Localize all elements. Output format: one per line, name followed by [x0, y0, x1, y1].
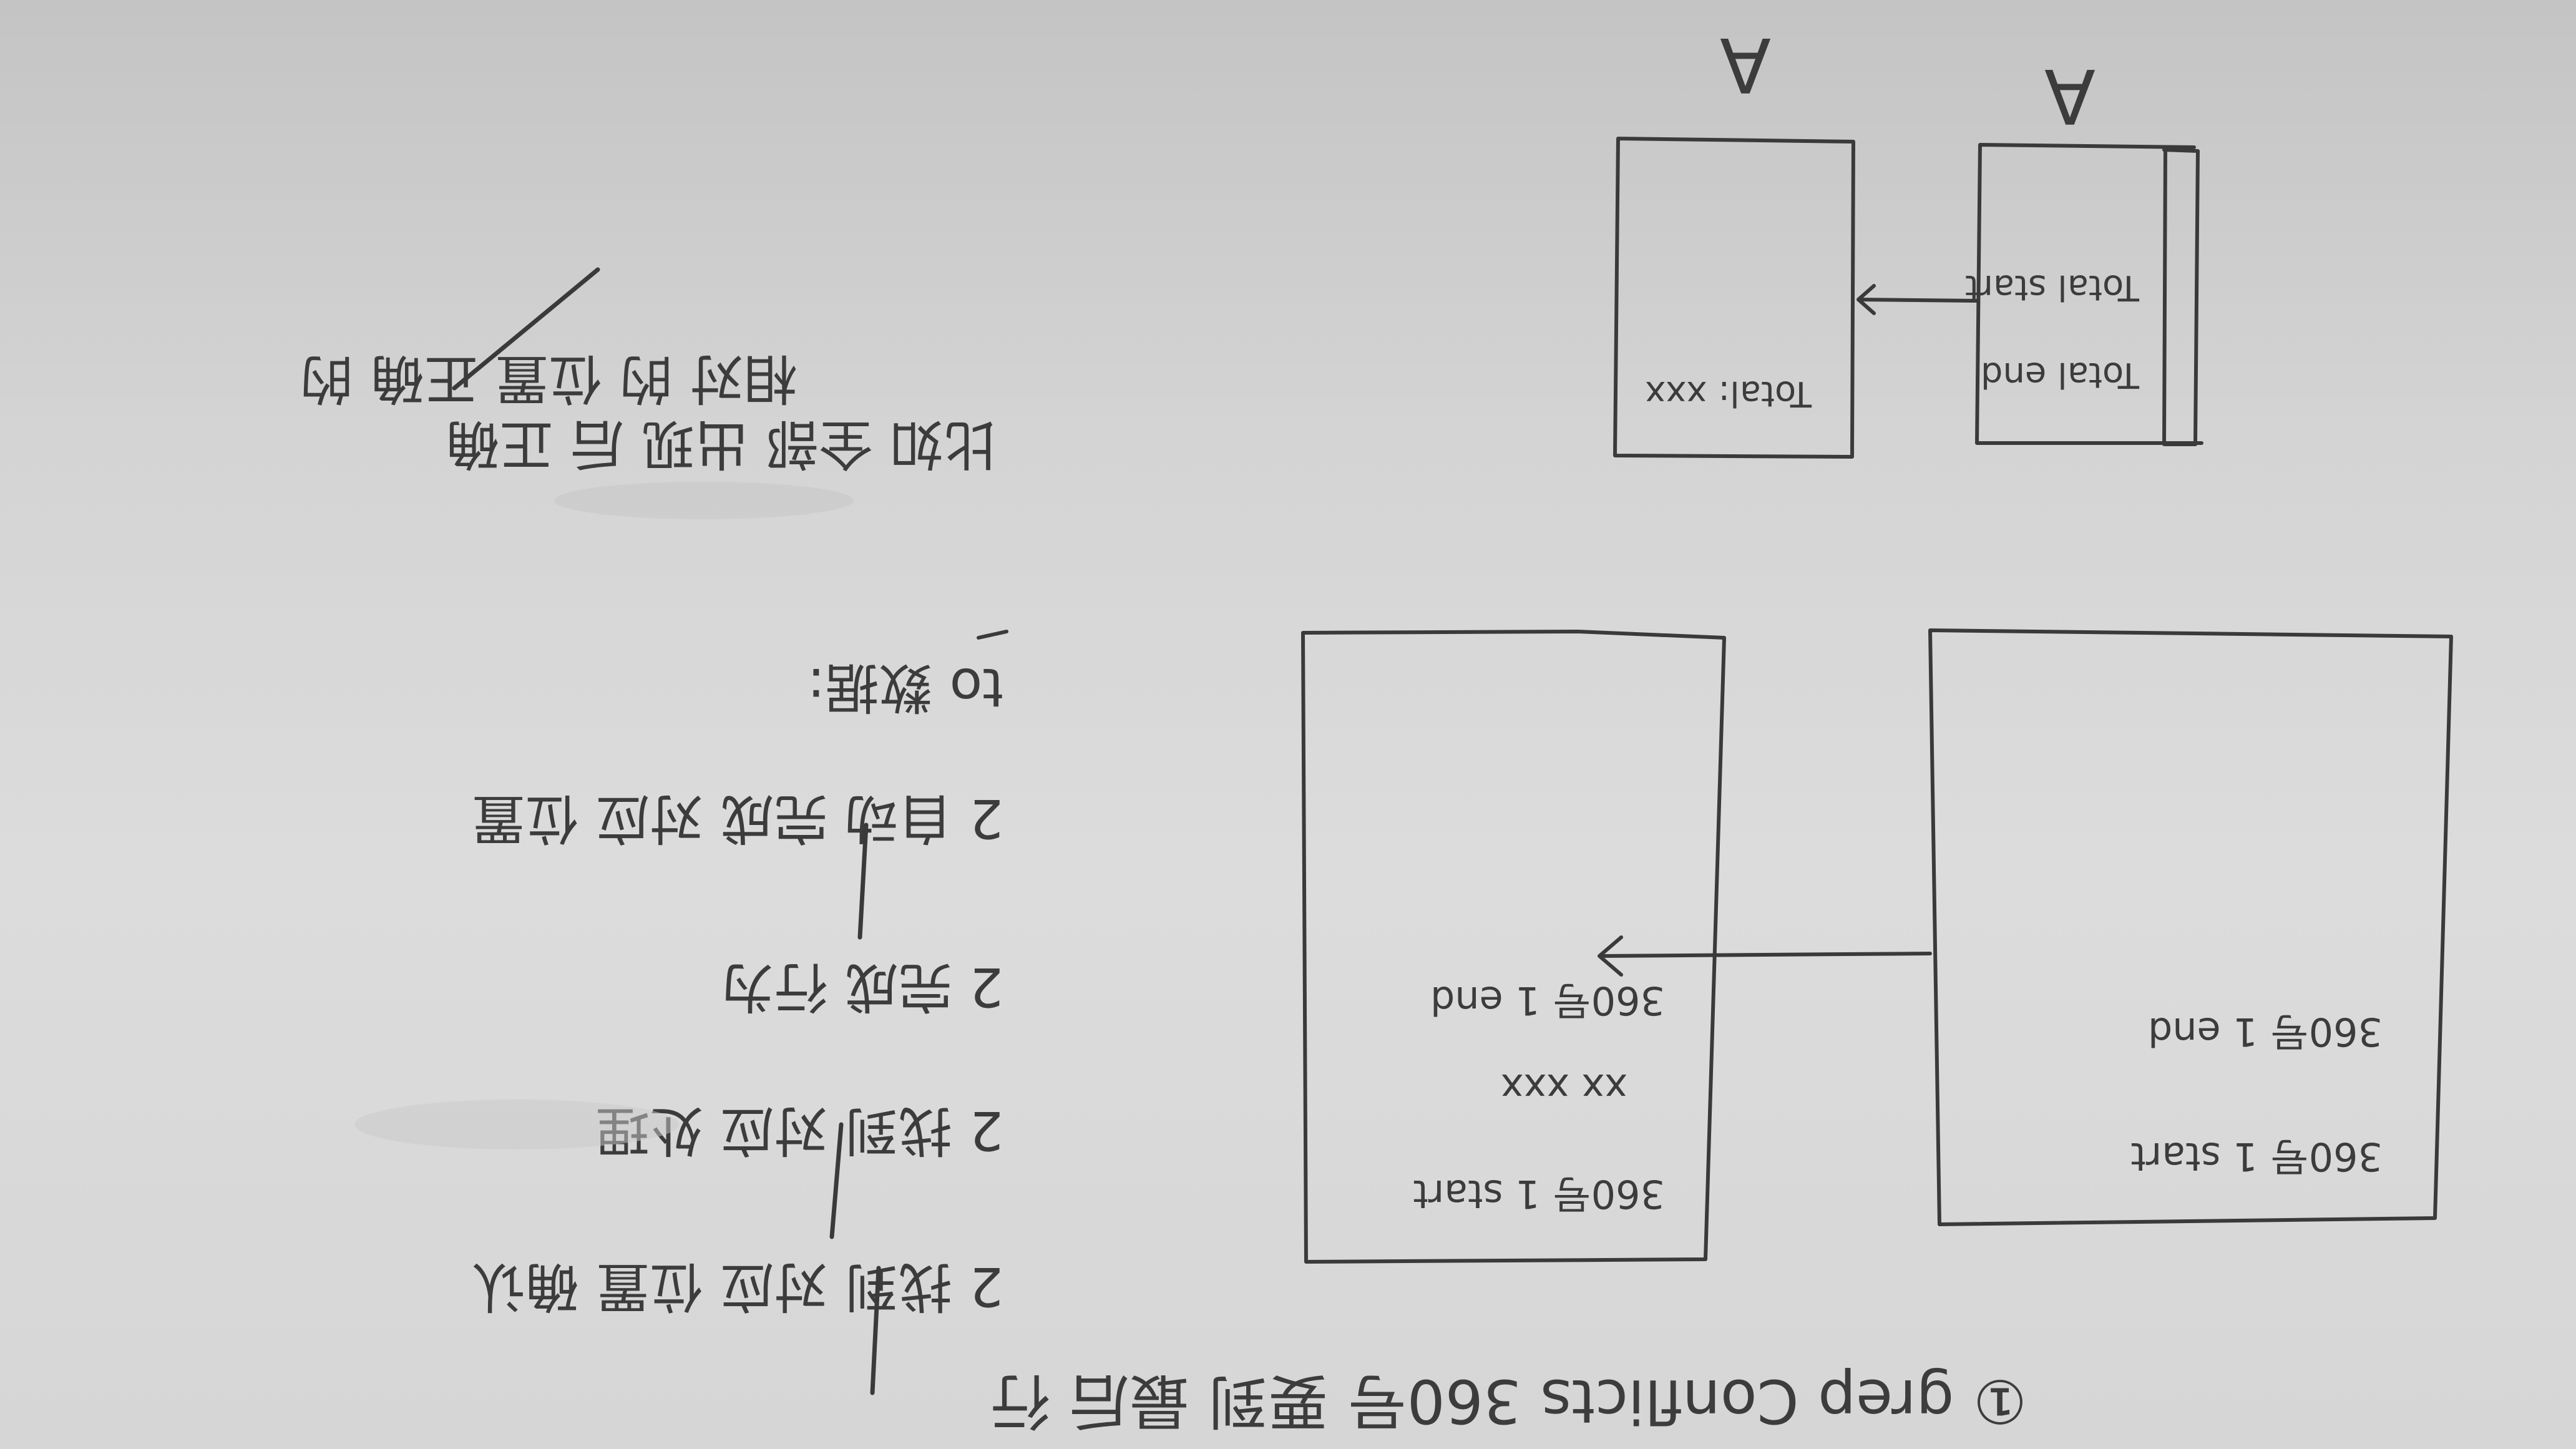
bottom-arrow — [1598, 935, 1932, 977]
note-line-4: 2 自动 完成 对应 位置 — [472, 787, 1003, 849]
note-line-2: 相对 的 位置 正确 的 — [300, 347, 798, 409]
top-left-box-marker: A — [1720, 21, 1771, 107]
note-stroke-4 — [452, 267, 600, 391]
note-stroke-3 — [870, 1266, 881, 1395]
footer-heading: ① grep Conflicts 360号 要到 最后 行 — [990, 1366, 2027, 1436]
eraser-smudge-1 — [554, 482, 854, 519]
bottom-right-box-group: 360号 1 end 360号 1 start — [1928, 628, 2453, 1226]
rotated-sketch-layer: Total end Total start A Total: xxx A 360… — [300, 21, 2453, 1436]
top-right-box-frame — [1975, 143, 2203, 445]
bottom-left-box-group: 360号 1 end xx xxx 360号 1 start — [1301, 630, 1726, 1264]
top-left-box-group: Total: xxx A — [1613, 21, 1855, 459]
bottom-left-box-line-3: 360号 1 start — [1413, 1171, 1665, 1217]
bottom-left-box-frame — [1301, 630, 1726, 1264]
notes-block: 比如 全部 出现 后 正确 相对 的 位置 正确 的 to 数据: 2 自动 完… — [300, 267, 1008, 1395]
bottom-right-box-frame — [1928, 628, 2453, 1226]
top-left-box-content: Total: xxx — [1645, 373, 1812, 414]
note-stroke-1 — [857, 822, 869, 940]
top-right-box-outline — [2162, 146, 2200, 446]
note-bullet-1 — [977, 630, 1008, 640]
top-right-box-group: Total end Total start A — [1965, 52, 2203, 446]
top-left-box-frame — [1613, 137, 1855, 459]
note-stroke-2 — [829, 1122, 844, 1239]
note-line-3: to 数据: — [807, 656, 1003, 718]
eraser-smudge-2 — [354, 1100, 679, 1149]
bottom-left-box-line-1: 360号 1 end — [1430, 978, 1665, 1023]
note-line-1: 比如 全部 出现 后 正确 — [446, 412, 997, 475]
top-right-box-line-1: Total end — [1981, 354, 2140, 395]
bottom-right-box-line-2: 360号 1 start — [2130, 1134, 2383, 1179]
bottom-left-box-line-2: xx xxx — [1501, 1065, 1627, 1111]
top-arrow — [1856, 284, 1979, 315]
top-right-box-line-2: Total start — [1965, 267, 2140, 308]
bottom-right-box-line-1: 360号 1 end — [2148, 1009, 2383, 1055]
note-line-7: 2 找到 对应 位置 确认 — [472, 1255, 1003, 1317]
note-line-5: 2 完成 行为 — [721, 955, 1003, 1018]
top-right-box-marker: A — [2044, 52, 2095, 139]
